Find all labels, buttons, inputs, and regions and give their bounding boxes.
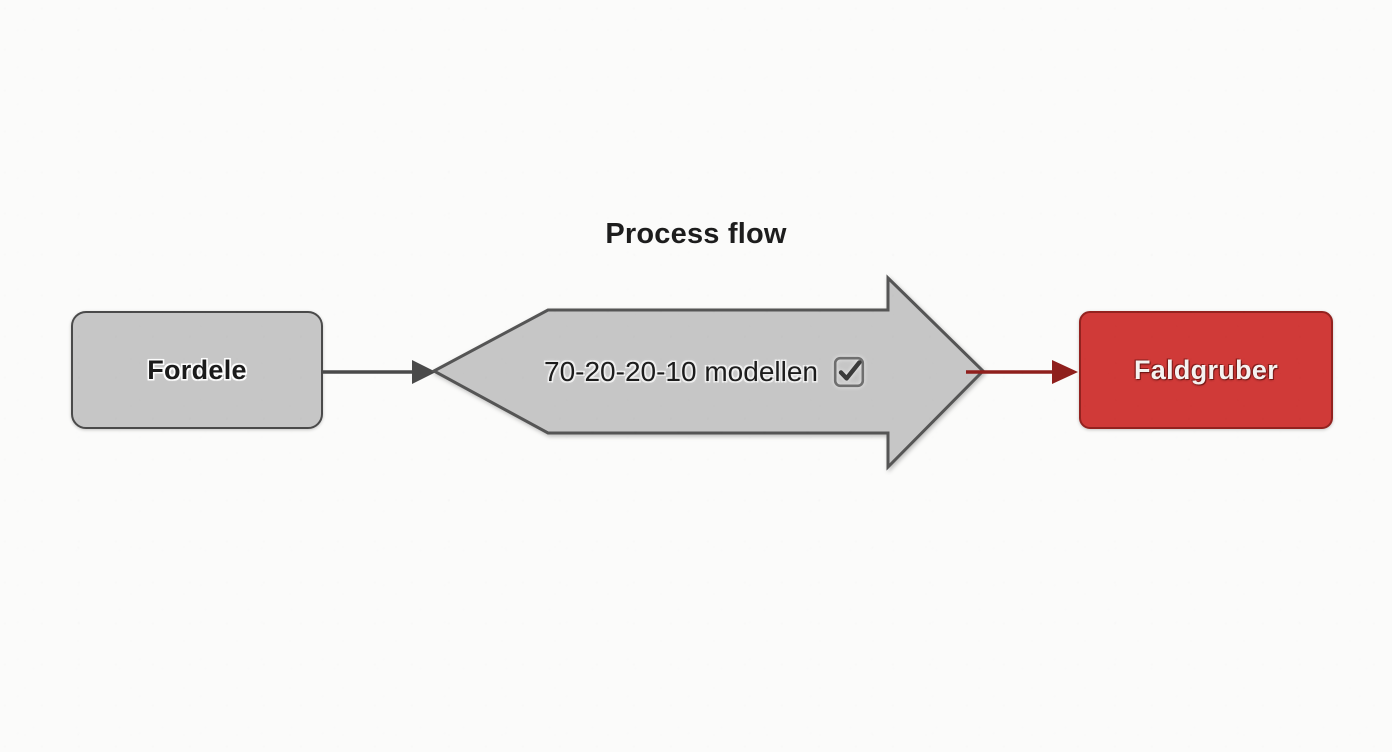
page-title: Process flow — [605, 218, 787, 250]
node-process-label: 70-20-20-10 modellen — [544, 356, 818, 387]
node-fordele-label: Fordele — [147, 354, 247, 385]
checkbox-checked-icon[interactable] — [832, 355, 866, 389]
node-faldgruber-label: Faldgruber — [1133, 354, 1278, 385]
connector-process-to-end — [966, 360, 1078, 384]
node-faldgruber[interactable]: Faldgruber — [1079, 311, 1333, 429]
arrowhead-icon — [1052, 360, 1078, 384]
node-fordele[interactable]: Fordele — [71, 311, 323, 429]
arrowhead-icon — [412, 360, 436, 384]
node-process-content: 70-20-20-10 modellen — [470, 345, 940, 399]
connector-start-to-process — [322, 360, 436, 384]
